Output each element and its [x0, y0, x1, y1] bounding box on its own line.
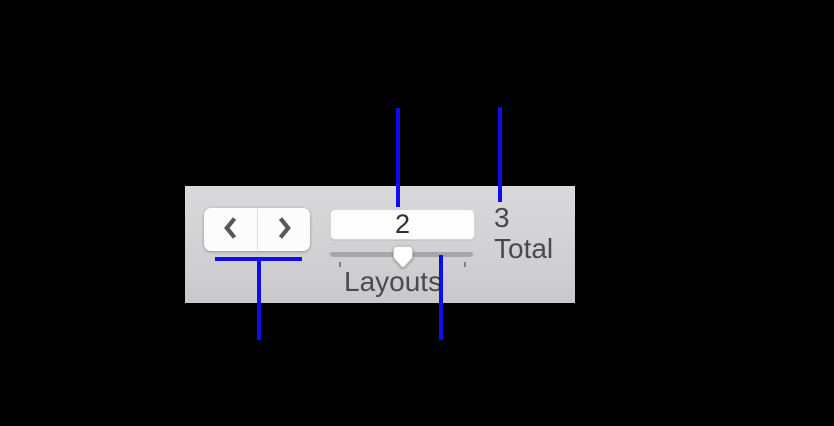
page-nav-segmented-control [204, 208, 310, 251]
layouts-count-field[interactable] [330, 209, 475, 240]
layouts-label: Layouts [344, 266, 443, 297]
toolbar: Layouts 3 Total [185, 186, 575, 303]
slider-thumb[interactable] [393, 246, 413, 268]
callout-line-nav-buttons [215, 257, 302, 261]
previous-page-button[interactable] [204, 208, 257, 251]
next-page-button[interactable] [257, 208, 310, 251]
chevron-right-icon [275, 216, 293, 243]
segment-divider [256, 209, 258, 250]
total-label: Total [494, 233, 554, 264]
callout-line-slider [439, 255, 443, 340]
callout-line-nav-stem [257, 261, 261, 340]
chevron-left-icon [222, 216, 240, 243]
callout-line-total [498, 107, 502, 202]
slider-tick-min [339, 262, 341, 267]
layouts-slider[interactable] [330, 242, 473, 274]
total-value: 3 [494, 202, 510, 233]
slider-tick-max [464, 262, 466, 267]
callout-line-layouts-field [396, 108, 400, 207]
total-readout: 3 Total [494, 202, 553, 264]
